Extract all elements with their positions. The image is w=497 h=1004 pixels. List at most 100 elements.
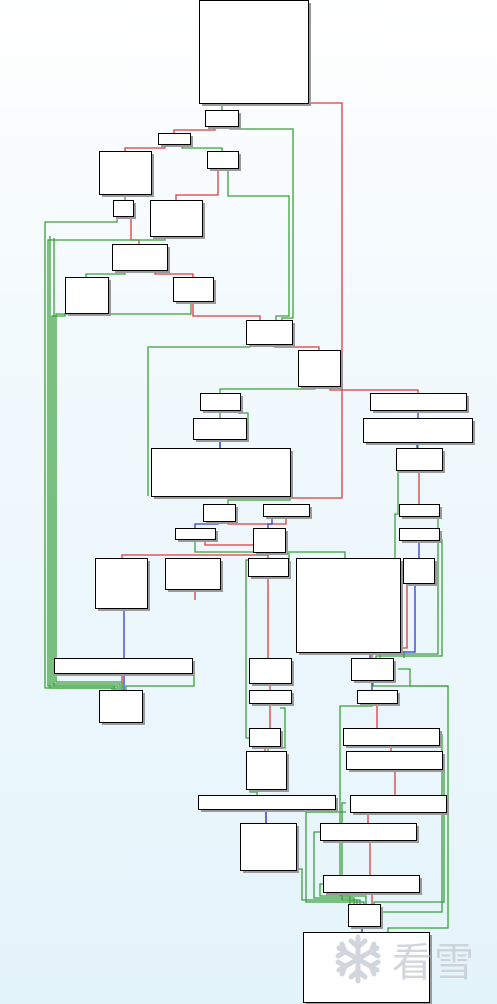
- node-box[interactable]: [113, 200, 134, 217]
- graph-node-n23[interactable]: [263, 504, 313, 520]
- graph-node-n24[interactable]: [396, 448, 446, 474]
- node-box[interactable]: [240, 823, 297, 871]
- graph-node-n11[interactable]: [151, 448, 294, 500]
- edge-n5-n15: [227, 168, 290, 320]
- graph-node-n36[interactable]: [249, 728, 284, 750]
- edge-route-33: [267, 516, 273, 528]
- node-box[interactable]: [253, 528, 286, 553]
- node-box[interactable]: [320, 823, 417, 841]
- graph-node-n6[interactable]: [113, 200, 137, 220]
- graph-node-n19[interactable]: [203, 504, 239, 525]
- graph-node-n8[interactable]: [112, 244, 171, 274]
- node-box[interactable]: [370, 393, 467, 411]
- graph-node-n20[interactable]: [175, 528, 219, 543]
- graph-node-n39[interactable]: [346, 751, 446, 773]
- node-box[interactable]: [343, 728, 440, 746]
- graph-node-n33[interactable]: [351, 658, 397, 684]
- graph-node-n27[interactable]: [399, 528, 443, 544]
- graph-node-n18[interactable]: [193, 418, 250, 443]
- edge-n26-n29: [121, 552, 269, 558]
- node-box[interactable]: [351, 658, 394, 681]
- node-box[interactable]: [399, 504, 440, 517]
- graph-node-n7[interactable]: [150, 200, 206, 240]
- node-box[interactable]: [246, 320, 293, 345]
- node-box[interactable]: [207, 151, 239, 169]
- graph-node-n41[interactable]: [350, 795, 450, 816]
- graph-node-n40[interactable]: [198, 795, 339, 813]
- node-box[interactable]: [296, 558, 401, 653]
- graph-node-n34[interactable]: [249, 690, 295, 707]
- graph-node-n28[interactable]: [248, 558, 292, 580]
- graph-node-n5[interactable]: [207, 151, 242, 172]
- graph-node-n38[interactable]: [246, 751, 290, 793]
- node-box[interactable]: [95, 558, 148, 609]
- graph-node-n42[interactable]: [240, 823, 300, 874]
- graph-node-n22[interactable]: [363, 418, 476, 446]
- node-box[interactable]: [65, 277, 109, 314]
- node-box[interactable]: [158, 133, 191, 145]
- graph-node-n43[interactable]: [320, 823, 420, 844]
- graph-node-n25[interactable]: [399, 504, 443, 520]
- node-box[interactable]: [246, 751, 287, 790]
- node-box[interactable]: [203, 504, 236, 522]
- graph-node-n31[interactable]: [99, 690, 146, 726]
- graph-node-n35[interactable]: [357, 690, 401, 707]
- graph-node-n29[interactable]: [403, 558, 438, 587]
- graph-node-n9[interactable]: [65, 277, 112, 317]
- node-box[interactable]: [303, 932, 430, 1003]
- node-box[interactable]: [249, 658, 292, 684]
- edge-route-9: [245, 559, 252, 739]
- node-box[interactable]: [99, 151, 152, 195]
- node-box[interactable]: [199, 0, 309, 104]
- edge-route-0: [49, 236, 117, 690]
- node-box[interactable]: [249, 728, 281, 747]
- graph-node-n3[interactable]: [158, 133, 194, 148]
- graph-node-n37[interactable]: [343, 728, 443, 749]
- graph-node-n12[interactable]: [296, 558, 404, 656]
- node-box[interactable]: [357, 690, 398, 704]
- node-box[interactable]: [263, 504, 310, 517]
- graph-node-n1[interactable]: [199, 0, 312, 107]
- node-box[interactable]: [175, 528, 216, 540]
- graph-node-n2[interactable]: [205, 110, 242, 130]
- node-box[interactable]: [193, 418, 247, 440]
- node-box[interactable]: [298, 350, 341, 387]
- node-box[interactable]: [248, 558, 289, 577]
- graph-node-n15[interactable]: [246, 320, 296, 348]
- node-box[interactable]: [165, 558, 221, 590]
- graph-node-n26[interactable]: [253, 528, 289, 556]
- node-box[interactable]: [54, 658, 193, 674]
- node-box[interactable]: [198, 795, 336, 810]
- node-box[interactable]: [173, 277, 214, 302]
- node-box[interactable]: [350, 795, 447, 813]
- node-box[interactable]: [348, 904, 381, 927]
- node-box[interactable]: [150, 200, 203, 237]
- graph-node-n32[interactable]: [249, 658, 295, 687]
- node-box[interactable]: [396, 448, 443, 471]
- graph-node-n21[interactable]: [370, 393, 470, 414]
- node-box[interactable]: [363, 418, 473, 443]
- node-box[interactable]: [205, 110, 239, 127]
- graph-node-n44[interactable]: [323, 875, 423, 896]
- graph-node-n16[interactable]: [298, 350, 344, 390]
- graph-node-n46[interactable]: [303, 932, 433, 1004]
- node-box[interactable]: [99, 690, 143, 723]
- graph-node-n13[interactable]: [95, 558, 151, 612]
- node-box[interactable]: [112, 244, 168, 271]
- node-box[interactable]: [403, 558, 435, 584]
- graph-node-n30[interactable]: [54, 658, 196, 677]
- graph-node-n4[interactable]: [99, 151, 155, 198]
- graph-node-n17[interactable]: [200, 393, 244, 414]
- node-box[interactable]: [249, 690, 292, 704]
- graph-node-n45[interactable]: [348, 904, 384, 930]
- node-box[interactable]: [200, 393, 241, 411]
- edge-n10-n15: [192, 301, 261, 320]
- node-box[interactable]: [346, 751, 443, 770]
- node-box[interactable]: [151, 448, 291, 497]
- node-box[interactable]: [399, 528, 440, 541]
- edge-route-22: [296, 868, 358, 904]
- graph-node-n10[interactable]: [173, 277, 217, 305]
- node-box[interactable]: [323, 875, 420, 893]
- graph-node-n14[interactable]: [165, 558, 224, 593]
